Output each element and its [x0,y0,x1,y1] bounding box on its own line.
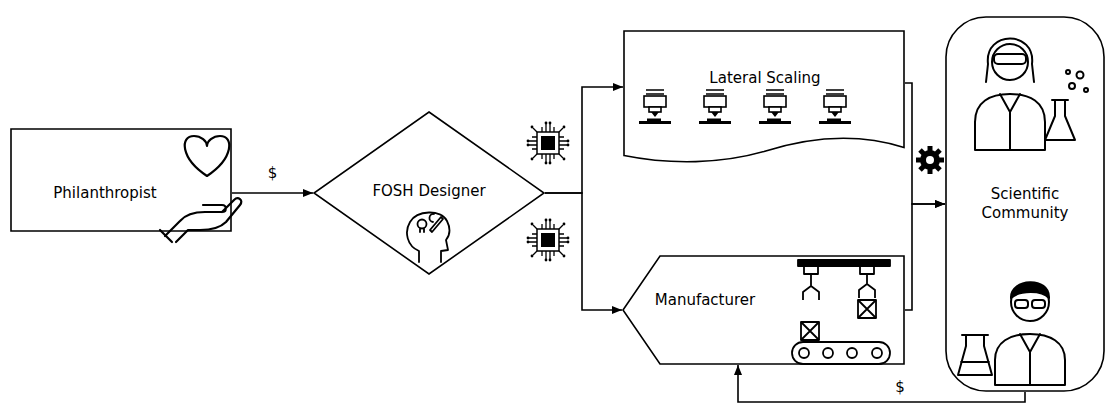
node-outline [622,255,905,365]
heart-hand-icon [160,136,241,242]
document-box: Lateral Scaling [623,30,905,165]
node-border [624,31,904,162]
node-border [946,17,1104,391]
factory-icon [858,300,876,318]
node-border [314,112,544,274]
decision-diamond: FOSH Designer [313,111,545,275]
node-border [11,129,231,231]
scientist-icon [1032,300,1045,308]
designer-head-icon [418,220,427,229]
printer-icon [819,90,851,124]
factory-icon [799,348,809,358]
designer-head-icon [407,212,450,262]
designer-head-icon [420,229,424,232]
donor-box: Philanthropist [10,128,232,232]
factory-icon [858,300,876,318]
chip-icon [527,122,570,165]
designer-head-icon [430,217,443,232]
edge-label: $ [893,378,907,396]
flow-arrow [545,87,623,193]
factory-icon [860,266,874,274]
scientist-icon [1020,334,1040,385]
scientist-icon [958,282,1065,385]
flow-arrow [905,83,945,204]
node-label: FOSH Designer [372,182,485,201]
printer-icon [699,90,731,124]
scientist-icon [1069,83,1075,89]
flow-arrow [232,192,313,194]
factory-icon [859,274,875,298]
scientist-icon [1011,282,1049,298]
gear-icon [916,146,944,174]
edge-label: $ [266,164,280,182]
scientist-icon [994,54,1026,64]
flow-arrow [545,193,622,310]
printer-icon [639,90,671,124]
scientist-icon [975,39,1088,151]
scientist-icon [1077,72,1084,79]
scientist-icon [1000,94,1020,150]
scientist-icon [1015,300,1028,308]
scientist-icon [1066,70,1070,74]
scientist-icon [958,335,992,375]
scientist-icon [995,334,1065,385]
gear-icon [920,150,940,170]
factory-icon [801,322,819,340]
flow-arrow [905,204,945,310]
gear-icon [920,150,940,170]
heart-hand-icon [185,136,230,176]
gear-icon [920,150,940,170]
node-border [623,256,904,364]
designer-head-icon [429,214,434,222]
factory-icon [792,342,890,364]
scientist-icon [992,44,1028,80]
node-label: Philanthropist [53,184,156,203]
node-outline [10,128,232,232]
scientist-icon [1011,283,1049,321]
designer-head-icon [407,212,450,262]
heart-hand-icon [165,198,241,242]
node-label: Scientific Community [965,185,1085,223]
scientist-icon [975,94,1045,150]
gear-icon [926,156,934,164]
node-outline [623,30,905,165]
factory-icon [792,260,890,364]
node-label: Manufacturer [655,291,756,310]
flow-arrow [738,365,1025,402]
factory-icon [801,322,819,340]
process-box: Manufacturer [622,255,905,365]
terminal-box: Scientific Community [945,16,1105,392]
factory-icon [847,348,857,358]
gear-icon [916,146,944,174]
scientist-icon [1045,100,1075,140]
factory-icon [803,274,819,300]
factory-icon [804,266,818,274]
node-label: Lateral Scaling [709,69,820,88]
chip-icon [527,219,570,262]
printer-icon [759,90,791,124]
scientist-icon [986,39,1034,83]
factory-icon [872,348,882,358]
scientist-icon [1084,88,1088,92]
factory-icon [823,348,833,358]
